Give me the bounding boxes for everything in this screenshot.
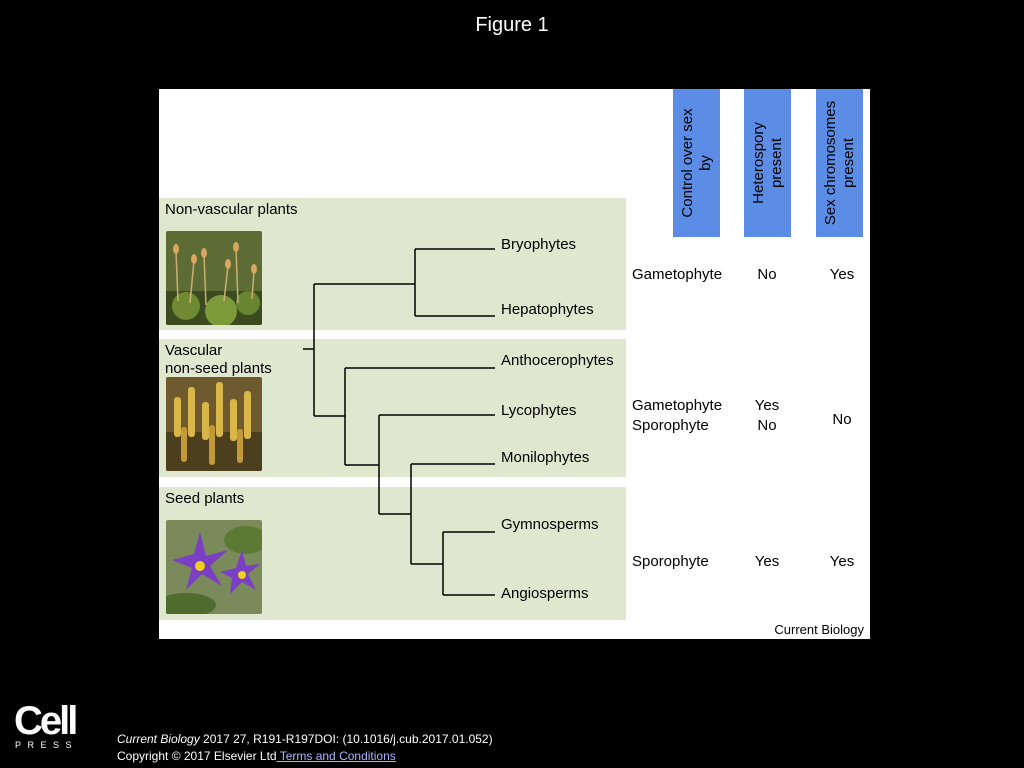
phylogeny-figure: Non-vascular plants	[159, 89, 870, 639]
copyright-text: Copyright © 2017 Elsevier Ltd	[117, 749, 277, 763]
cell-heterospory: Yes No	[754, 397, 780, 434]
cell-press-logo: Cell PRESS	[14, 699, 86, 755]
group-panel-seed: Seed plants	[159, 487, 626, 620]
citation: Current Biology 2017 27, R191-R197DOI: (…	[117, 731, 493, 765]
citation-reference: 2017 27, R191-R197DOI: (10.1016/j.cub.20…	[199, 732, 493, 746]
taxon-label: Angiosperms	[501, 585, 589, 602]
taxon-label: Anthocerophytes	[501, 352, 614, 369]
citation-journal: Current Biology	[117, 732, 200, 746]
group-label: Vascular non-seed plants	[165, 342, 272, 377]
column-header-control: Control over sex by	[673, 89, 720, 237]
group-label: Seed plants	[165, 490, 245, 507]
figure-credit: Current Biology	[774, 622, 864, 637]
taxon-label: Gymnosperms	[501, 516, 599, 533]
cell-control: Sporophyte	[632, 553, 709, 570]
phylogenetic-tree	[303, 248, 495, 596]
cell-sex-chromosomes: No	[832, 411, 852, 428]
cell-control: Gametophyte Sporophyte	[632, 397, 723, 434]
flower-photo	[166, 520, 262, 614]
column-header-sex-chromosomes: Sex chromosomes present	[816, 89, 863, 237]
cell-heterospory: Yes	[754, 553, 780, 570]
taxon-label: Lycophytes	[501, 402, 577, 419]
cell-sex-chromosomes: Yes	[829, 266, 855, 283]
group-panel-vascular-non-seed: Vascular non-seed plants	[159, 339, 626, 477]
taxon-label: Bryophytes	[501, 236, 577, 253]
svg-text:Cell: Cell	[14, 700, 76, 743]
cell-sex-chromosomes: Yes	[829, 553, 855, 570]
group-panel-non-vascular: Non-vascular plants	[159, 198, 626, 330]
taxon-label: Monilophytes	[501, 449, 590, 466]
cell-heterospory: No	[757, 266, 777, 283]
column-header-heterospory: Heterospory present	[744, 89, 791, 237]
moss-photo	[166, 231, 262, 325]
group-label: Non-vascular plants	[165, 201, 298, 218]
lycophyte-photo	[166, 377, 262, 471]
slide-title: Figure 1	[475, 14, 549, 36]
cell-control: Gametophyte	[632, 266, 723, 283]
terms-and-conditions-link[interactable]: Terms and Conditions	[276, 749, 396, 763]
svg-text:PRESS: PRESS	[15, 740, 78, 750]
taxon-label: Hepatophytes	[501, 301, 594, 318]
